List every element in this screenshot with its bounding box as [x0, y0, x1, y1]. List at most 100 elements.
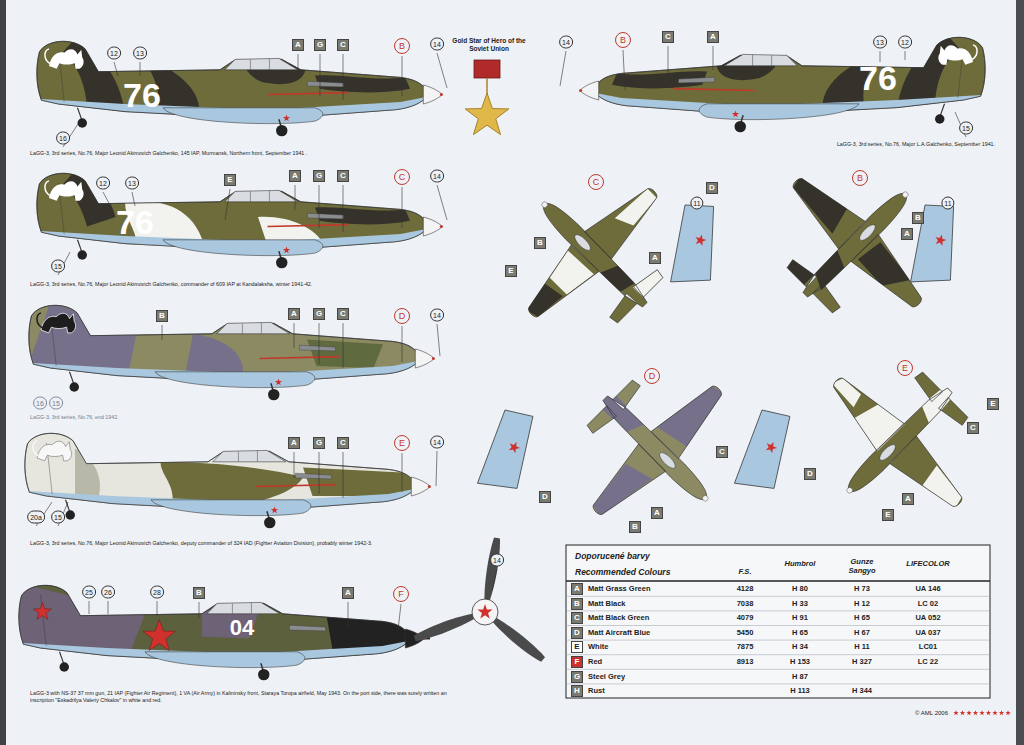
art-shape	[566, 654, 990, 655]
aircraft-plan	[480, 141, 706, 367]
rudder-hinge	[41, 595, 47, 646]
tail-wheel	[70, 382, 80, 392]
camo-patch	[75, 449, 100, 497]
spinner	[701, 494, 709, 502]
callout-number: 13	[873, 36, 887, 49]
colour-code: A	[649, 252, 661, 264]
red-stripe	[260, 357, 341, 359]
spinner	[411, 477, 430, 496]
colour-code: A	[288, 308, 300, 320]
camo-patch	[520, 279, 562, 321]
underside	[18, 487, 427, 535]
colour-code: F	[571, 656, 583, 668]
canopy	[572, 232, 592, 252]
table-cell: H 11	[854, 644, 869, 652]
spinner	[846, 486, 854, 494]
spinner-tip	[440, 93, 443, 96]
spinner	[423, 217, 442, 236]
spinner	[580, 81, 599, 100]
leader-line	[437, 185, 447, 220]
cat-tail	[37, 313, 43, 328]
leader-line	[905, 51, 906, 60]
cat-tail	[45, 181, 51, 196]
outline	[483, 143, 707, 367]
leader-line	[294, 452, 295, 478]
cat-emblem	[41, 313, 76, 333]
canopy	[877, 442, 897, 462]
colour-code: B	[156, 310, 168, 322]
tail-wheel	[78, 250, 88, 260]
colour-code: C	[662, 31, 674, 43]
callout-number: 28	[150, 586, 164, 599]
red-star	[143, 620, 176, 651]
canopy	[225, 190, 298, 201]
callout-number: 16	[56, 132, 70, 145]
main-wheel	[264, 517, 275, 528]
scheme-letter: D	[644, 368, 660, 384]
red-star	[973, 710, 978, 715]
aircraft-number: 76	[116, 205, 154, 239]
art-shape	[566, 625, 990, 626]
cat-emblem	[49, 49, 84, 69]
copyright: © AML 2006	[915, 710, 948, 716]
leader-line	[343, 54, 344, 100]
cat-tail	[33, 441, 39, 456]
main-wheel	[268, 389, 279, 400]
profile-caption: LaGG-3, 3rd series, No.76, Major L.A.Gal…	[837, 142, 995, 147]
underside	[30, 95, 439, 143]
table-cell: 8913	[737, 658, 754, 666]
red-star	[271, 506, 278, 513]
canopy-frame	[250, 190, 269, 201]
table-cell: Matt Aircraft Blue	[588, 629, 650, 637]
red-star	[934, 233, 948, 246]
table-cell: H 65	[854, 614, 870, 622]
table-header: Gunze Sangyo	[841, 558, 883, 575]
table-cell: LC 02	[918, 600, 938, 608]
colour-code: C	[716, 446, 728, 458]
main-wheel	[258, 669, 269, 680]
leader-line	[103, 192, 110, 205]
table-cell: H 87	[792, 673, 808, 681]
callout-number: 26	[101, 586, 115, 599]
wing	[699, 104, 859, 120]
colour-code: E	[571, 641, 583, 653]
table-cell: 4079	[737, 614, 754, 622]
aircraft-number: 76	[123, 78, 161, 112]
callout-number: 12	[898, 36, 912, 49]
camo-patch	[857, 239, 915, 297]
callout-number: 14	[490, 554, 504, 567]
leader-line	[437, 324, 440, 356]
callout-number: 15	[959, 122, 973, 135]
table-cell: Steel Grey	[588, 673, 625, 681]
colour-code: C	[337, 170, 349, 182]
leader-line	[492, 569, 497, 590]
aircraft-profile	[18, 433, 431, 534]
tail-wheel	[935, 114, 945, 124]
table-cell: H 73	[854, 585, 870, 593]
table-cell: 7875	[737, 644, 754, 652]
canopy-frame	[238, 450, 257, 461]
leader-line	[157, 601, 158, 616]
leader-line	[140, 62, 141, 76]
camo-patch	[597, 390, 645, 438]
art-shape	[566, 683, 990, 684]
aircraft-profile	[30, 41, 443, 142]
colour-code: G	[313, 170, 325, 182]
canopy-frame	[232, 602, 251, 613]
camouflage	[30, 41, 439, 142]
leader-line	[560, 51, 566, 86]
leader-line	[108, 601, 109, 614]
exhaust	[307, 213, 343, 219]
art-shape	[474, 60, 500, 78]
callout-number: 20a	[27, 511, 45, 524]
table-cell: LC01	[919, 644, 937, 652]
table-cell: H 153	[790, 658, 810, 666]
table-header: LIFECOLOR	[906, 560, 949, 568]
callout-number: 15	[51, 511, 65, 524]
main-wheel	[276, 257, 287, 268]
scheme-letter: E	[897, 360, 913, 376]
table-cell: H 91	[792, 614, 808, 622]
aircraft-plan	[743, 130, 969, 356]
camo-patch	[809, 250, 851, 292]
table-cell: 5450	[737, 629, 754, 637]
